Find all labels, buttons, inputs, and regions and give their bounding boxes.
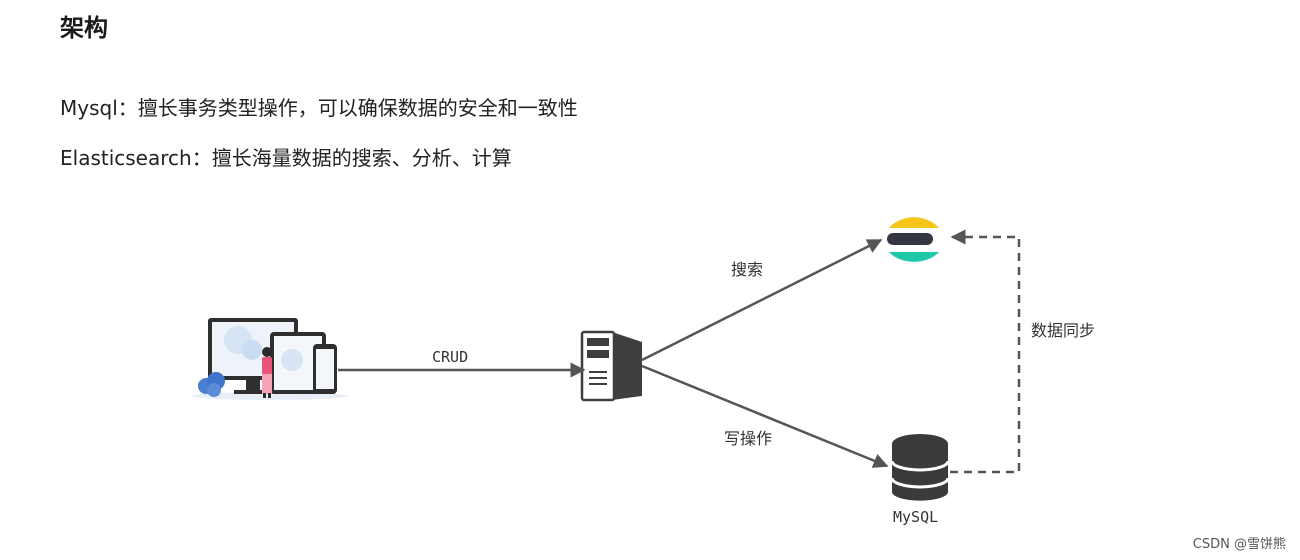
watermark: CSDN @雪饼熊 <box>1192 537 1286 552</box>
search-label: 搜索 <box>731 260 763 279</box>
crud-label: CRUD <box>432 348 468 366</box>
write-label: 写操作 <box>724 429 772 448</box>
search-arrow <box>641 238 883 362</box>
sync-arrow <box>950 229 1021 474</box>
mysql-label: MySQL <box>893 508 938 526</box>
elasticsearch-description: Elasticsearch：擅长海量数据的搜索、分析、计算 <box>60 146 512 170</box>
client-devices-icon <box>192 318 348 400</box>
page-title: 架构 <box>60 14 108 42</box>
server-icon <box>580 330 642 402</box>
mysql-database-icon <box>890 434 950 501</box>
mysql-description: Mysql：擅长事务类型操作，可以确保数据的安全和一致性 <box>60 96 578 120</box>
elasticsearch-logo-icon <box>887 217 939 262</box>
write-arrow <box>641 364 889 468</box>
sync-label: 数据同步 <box>1031 321 1095 340</box>
